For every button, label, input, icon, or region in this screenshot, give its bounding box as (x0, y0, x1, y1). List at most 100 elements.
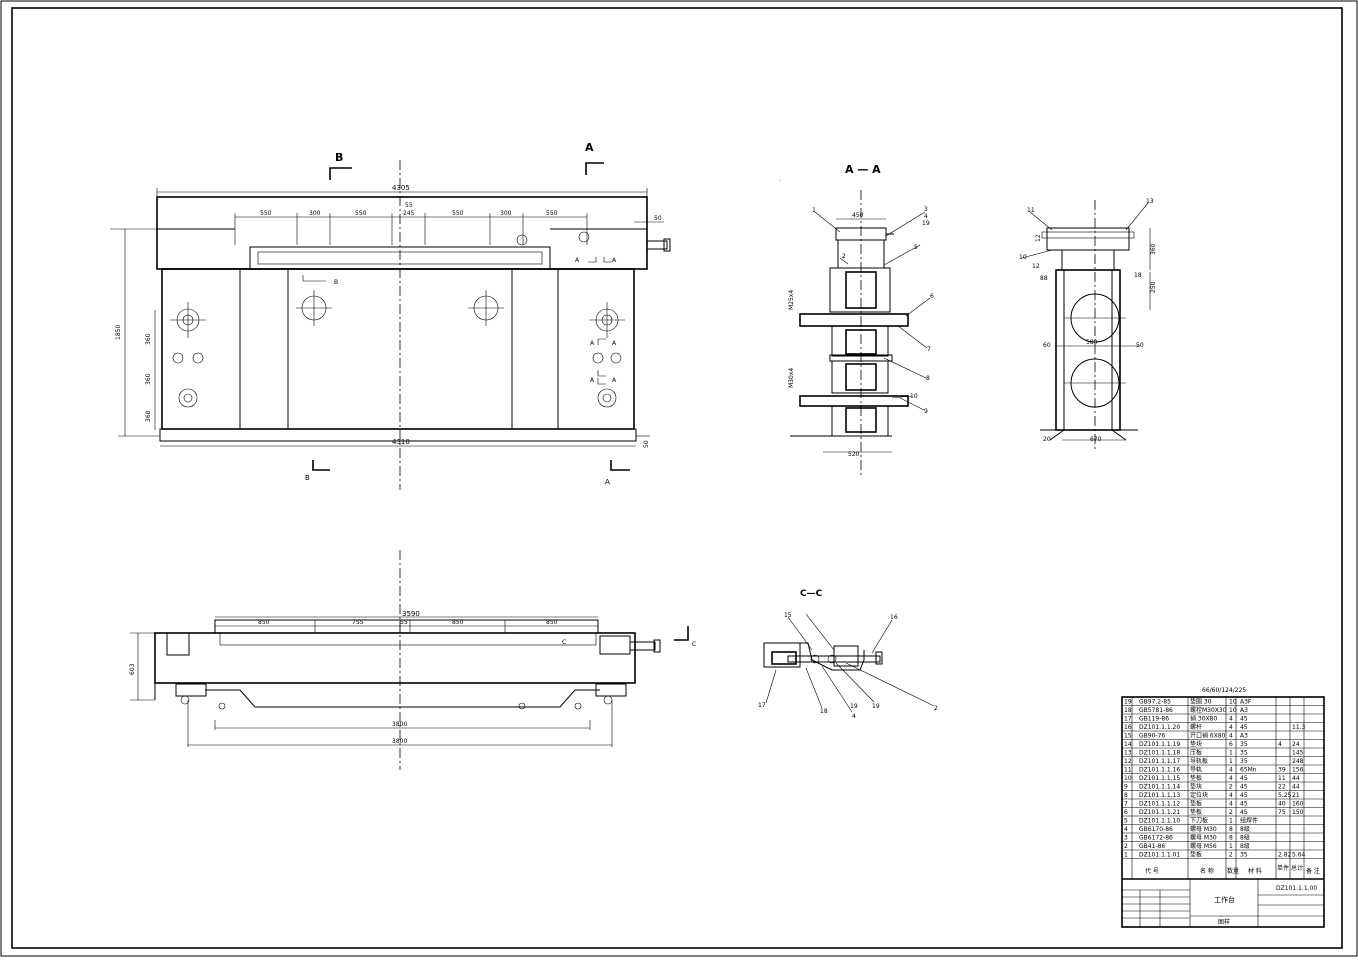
parts-cell-qty: 4 (1229, 724, 1233, 731)
parts-cell-name: 垫块 (1190, 783, 1202, 791)
parts-cell-unit: 11 (1278, 775, 1286, 782)
cc-balloon-4: 4 (852, 713, 856, 720)
side-dim-h2: 250 (1150, 281, 1157, 293)
marker-a4: A (612, 340, 617, 347)
parts-cell-name: 螺栓M30X30 (1190, 706, 1227, 714)
drawing-title: 工作台 (1214, 895, 1235, 904)
parts-cell-no: 10 (1124, 775, 1132, 782)
parts-cell-total: 160 (1292, 801, 1304, 808)
parts-cell-mat: 8级 (1240, 834, 1250, 842)
dim-50-right: 50 (654, 215, 662, 222)
bv-dim-inner: 3800 (392, 721, 407, 728)
parts-cell-name: 压板 (1190, 749, 1202, 757)
aa-balloon-10: 10 (910, 393, 918, 400)
parts-cell-name: 垫板 (1190, 808, 1202, 816)
col-name: 名 称 (1200, 867, 1214, 875)
parts-cell-qty: 1 (1229, 818, 1233, 825)
parts-cell-mat: A3F (1240, 699, 1252, 706)
section-cc-title: C—C (800, 589, 823, 599)
parts-cell-no: 7 (1124, 801, 1128, 808)
top-plate (156, 196, 648, 270)
parts-cell-no: 15 (1124, 733, 1132, 740)
parts-cell-mat: 45 (1240, 716, 1248, 723)
cc-balloon-15: 15 (784, 612, 792, 619)
parts-cell-qty: 4 (1229, 733, 1233, 740)
parts-cell-no: 9 (1124, 784, 1128, 791)
parts-cell-code: GB5781-86 (1139, 707, 1173, 714)
dim-height: 1850 (115, 325, 122, 340)
section-label-a-bottom: A (605, 478, 610, 486)
parts-cell-no: 13 (1124, 750, 1132, 757)
cc-balloon-19a: 19 (850, 703, 858, 710)
side-balloon-12: 12 (1032, 263, 1040, 270)
parts-cell-name: 垫块 (1190, 740, 1202, 748)
parts-cell-qty: 4 (1229, 767, 1233, 774)
parts-cell-code: DZ101.1.1.10 (1139, 818, 1180, 825)
aa-balloon-2: 2 (842, 253, 846, 260)
parts-cell-qty: 4 (1229, 792, 1233, 799)
parts-cell-qty: 4 (1229, 801, 1233, 808)
parts-cell-code: DZ101.1.1.13 (1139, 792, 1180, 799)
bv-dim-height: 603 (129, 663, 136, 675)
side-dim-small: 20 (1043, 436, 1051, 443)
parts-cell-total: 150 (1292, 809, 1304, 816)
parts-cell-qty: 8 (1229, 835, 1233, 842)
parts-cell-qty: 2 (1229, 852, 1233, 859)
side-dim-left: 60 (1043, 342, 1051, 349)
aa-thread2: M30x4 (788, 368, 795, 388)
parts-cell-mat: 8级 (1240, 842, 1250, 850)
col-code: 代 号 (1145, 867, 1159, 875)
parts-cell-unit: 40 (1278, 801, 1286, 808)
marker-b: B (334, 279, 338, 286)
marker-a3: A (590, 340, 595, 347)
dim-row3: 360 (145, 410, 152, 422)
dim-550a: 550 (260, 210, 272, 217)
marker-a5: A (590, 377, 595, 384)
dim-245: 245 (403, 210, 415, 217)
parts-cell-mat: 45 (1240, 809, 1248, 816)
side-balloon-10: 10 (1019, 254, 1027, 261)
parts-cell-no: 4 (1124, 826, 1128, 833)
dim-300a: 300 (309, 210, 321, 217)
parts-cell-no: 19 (1124, 699, 1132, 706)
parts-cell-code: DZ101.1.1.12 (1139, 801, 1180, 808)
parts-cell-name: 销 30X80 (1190, 715, 1217, 723)
parts-cell-total: 21 (1292, 792, 1300, 799)
parts-cell-code: DZ101.1.1.18 (1139, 750, 1180, 757)
parts-cell-total: 24 (1292, 741, 1300, 748)
side-balloon-11: 11 (1027, 207, 1035, 214)
parts-cell-no: 6 (1124, 809, 1128, 816)
aa-balloon-6: 6 (930, 293, 934, 300)
parts-cell-code: GB41-86 (1139, 843, 1165, 850)
svg-text:.: . (779, 176, 781, 183)
bv-dim-top: 3590 (402, 610, 420, 618)
parts-cell-no: 18 (1124, 707, 1132, 714)
title-org: 图样 (1218, 918, 1230, 926)
bv-dim-850b: 850 (452, 619, 464, 626)
parts-cell-no: 5 (1124, 818, 1128, 825)
side-dim-c: 12 (1035, 234, 1042, 242)
section-label-b: B (335, 151, 343, 164)
dim-550c: 550 (452, 210, 464, 217)
parts-cell-name: 垫圈 30 (1190, 698, 1212, 706)
dim-55: 55 (405, 202, 413, 209)
col-unit: 单件 (1277, 864, 1289, 872)
parts-cell-mat: 45 (1240, 792, 1248, 799)
dim-row1: 360 (145, 333, 152, 345)
inner-frame (11, 7, 1343, 949)
parts-cell-code: DZ101.1.1.21 (1139, 809, 1180, 816)
parts-cell-name: 螺母 M56 (1190, 842, 1217, 850)
parts-cell-qty: 4 (1229, 716, 1233, 723)
bv-dim-850c: 850 (546, 619, 558, 626)
parts-cell-total: 44 (1292, 784, 1300, 791)
marker-a6: A (612, 377, 617, 384)
parts-cell-code: GB6172-86 (1139, 835, 1173, 842)
aa-balloon-19: 19 (922, 220, 930, 227)
parts-cell-qty: 2 (1229, 809, 1233, 816)
bottom-view: 3590 850 755 55 850 850 603 3800 3800 C … (129, 550, 696, 770)
parts-cell-mat: 35 (1240, 852, 1248, 859)
parts-cell-total: 248 (1292, 758, 1304, 765)
parts-cell-qty: 10 (1229, 699, 1237, 706)
cc-balloon-17: 17 (758, 702, 766, 709)
